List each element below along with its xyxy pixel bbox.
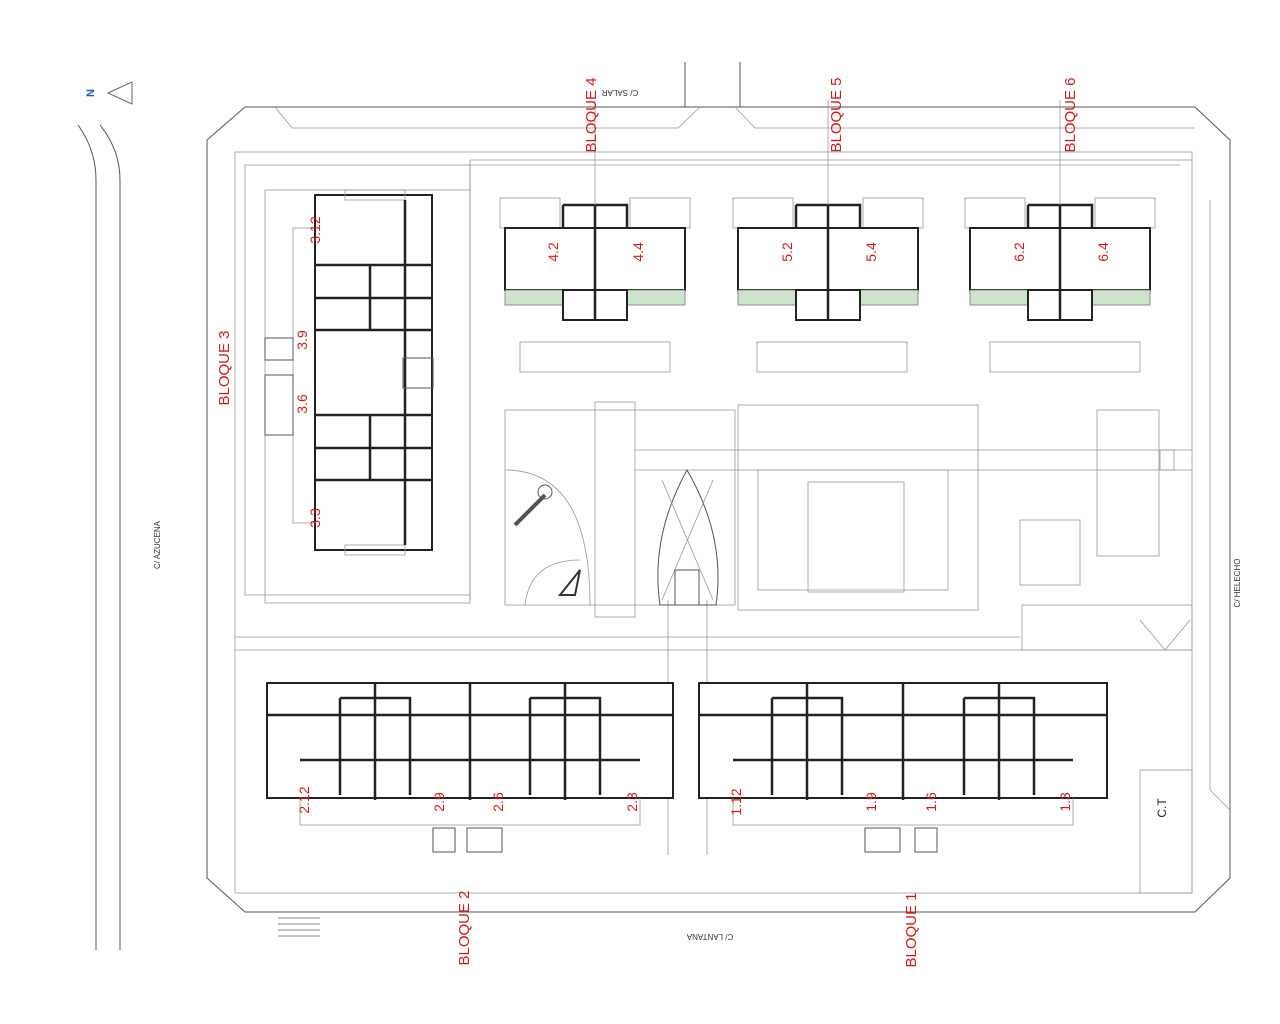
bloque-5: 5.2 5.4 BLOQUE 5 <box>732 77 924 321</box>
unit-label: 3.12 <box>307 216 323 243</box>
north-label: N <box>85 89 97 97</box>
unit-label: 2.12 <box>296 786 312 813</box>
bloque-6: 6.2 6.4 BLOQUE 6 <box>964 77 1156 321</box>
block-label-2: BLOQUE 2 <box>456 890 473 965</box>
inner-boundary <box>234 151 1193 894</box>
unit-label: 6.2 <box>1011 242 1027 262</box>
unit-label: 2.9 <box>431 792 447 812</box>
central-oval <box>657 468 719 606</box>
unit-label: 2.3 <box>624 792 640 812</box>
unit-label: 5.4 <box>863 242 879 262</box>
unit-label: 4.4 <box>630 242 646 262</box>
bloque-4: 4.2 4.4 BLOQUE 4 <box>499 77 691 321</box>
street-label-helecho: C/ HELECHO <box>1233 559 1242 608</box>
street-label-lantana: C/ LANTANA <box>686 932 733 941</box>
unit-label: 3.9 <box>294 330 310 350</box>
street-salar: C/ SALAR <box>280 62 1185 108</box>
transformer-station: C.T <box>1139 769 1193 894</box>
unit-label: 4.2 <box>545 242 561 262</box>
transformer-label: C.T <box>1155 798 1169 818</box>
street-label-salar: C/ SALAR <box>602 88 639 97</box>
north-arrow-icon <box>106 81 133 105</box>
bloque-1: 1.12 1.9 1.6 1.3 BLOQUE 1 <box>698 682 1108 968</box>
walkways <box>235 159 1193 855</box>
site-boundary <box>206 106 1231 913</box>
unit-label: 1.3 <box>1057 792 1073 812</box>
unit-label: 3.3 <box>307 508 323 528</box>
block-label-1: BLOQUE 1 <box>903 892 920 967</box>
playground <box>504 469 591 606</box>
unit-label: 1.12 <box>728 788 744 815</box>
street-azucena: C/ AZUCENA <box>77 124 162 950</box>
unit-label: 5.2 <box>779 242 795 262</box>
crosswalk <box>278 917 320 937</box>
block-label-3: BLOQUE 3 <box>216 330 233 405</box>
north-arrow: N <box>85 81 133 105</box>
block-label-6: BLOQUE 6 <box>1062 77 1079 152</box>
block-label-4: BLOQUE 4 <box>583 77 600 152</box>
unit-label: 3.6 <box>294 394 310 414</box>
unit-label: 2.6 <box>490 792 506 812</box>
unit-label: 1.6 <box>923 792 939 812</box>
unit-label: 6.4 <box>1095 242 1111 262</box>
bloque-3: 3.12 3.9 3.6 3.3 BLOQUE 3 <box>216 189 434 556</box>
unit-label: 1.9 <box>863 792 879 812</box>
block-label-5: BLOQUE 5 <box>828 77 845 152</box>
street-label-azucena: C/ AZUCENA <box>153 520 162 569</box>
bloque-2: 2.12 2.9 2.6 2.3 BLOQUE 2 <box>266 682 674 966</box>
